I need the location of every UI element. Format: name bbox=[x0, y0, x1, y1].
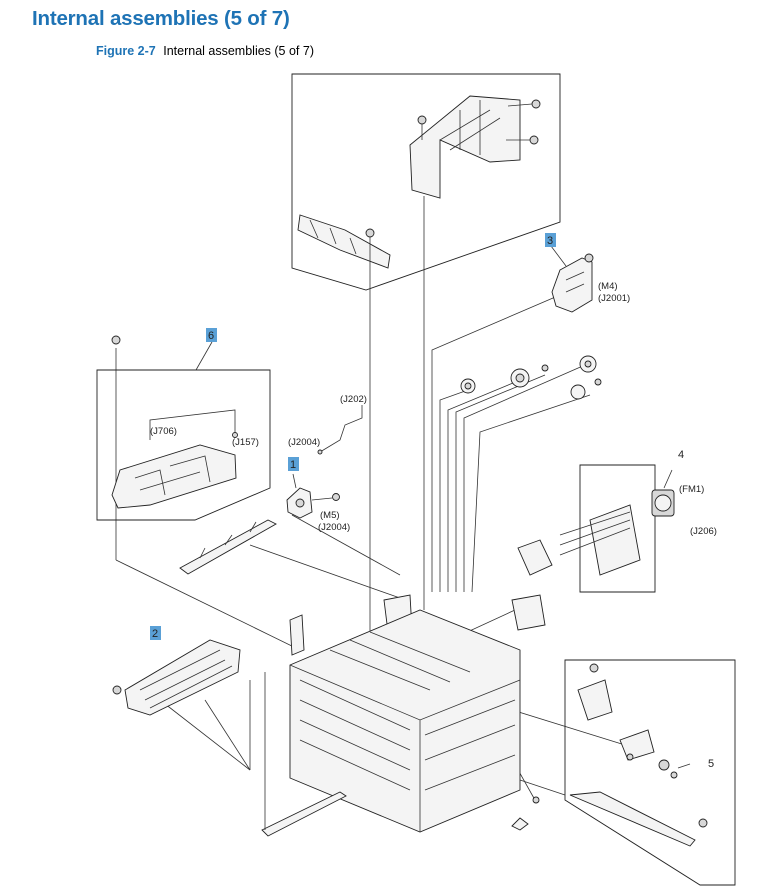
figure-title: Internal assemblies (5 of 7) bbox=[163, 44, 314, 58]
main-frame bbox=[289, 609, 521, 833]
callout-1: 1 bbox=[290, 459, 296, 471]
part-5-inset-box bbox=[564, 659, 736, 886]
label-m5: (M5) bbox=[320, 510, 340, 521]
page-title: Internal assemblies (5 of 7) bbox=[32, 7, 290, 30]
label-j206: (J206) bbox=[690, 526, 717, 537]
left-bar bbox=[261, 672, 347, 837]
part-1-motor bbox=[286, 405, 363, 519]
part-3-motor-bracket bbox=[550, 245, 594, 313]
label-j2001: (J2001) bbox=[598, 293, 630, 304]
gear-set bbox=[460, 355, 602, 400]
left-rail bbox=[179, 519, 277, 575]
small-spring bbox=[511, 796, 540, 831]
figure-number: Figure 2-7 bbox=[96, 44, 156, 58]
callout-5: 5 bbox=[708, 758, 714, 770]
callout-6: 6 bbox=[208, 330, 214, 342]
label-j706: (J706) bbox=[150, 426, 177, 437]
top-inset-box bbox=[291, 73, 561, 291]
callout-2: 2 bbox=[152, 628, 158, 640]
label-j2004-top: (J2004) bbox=[288, 437, 320, 448]
callout-4: 4 bbox=[678, 449, 684, 461]
callout-3: 3 bbox=[547, 235, 553, 247]
leader-lines bbox=[115, 196, 626, 801]
callout-2-box bbox=[150, 626, 161, 640]
callout-1-box bbox=[288, 457, 299, 471]
label-j202: (J202) bbox=[340, 394, 367, 405]
label-j157: (J157) bbox=[232, 437, 259, 448]
callout-3-box bbox=[545, 233, 556, 247]
part-2-fuser bbox=[112, 639, 241, 716]
label-fm1: (FM1) bbox=[679, 484, 704, 495]
callout-6-box bbox=[206, 328, 217, 342]
part-6-inset-box bbox=[96, 335, 271, 521]
figure-caption: Figure 2-7 Internal assemblies (5 of 7) bbox=[96, 44, 314, 58]
label-j2004-bottom: (J2004) bbox=[318, 522, 350, 533]
label-m4: (M4) bbox=[598, 281, 618, 292]
part-4-fan-inset bbox=[559, 464, 675, 593]
